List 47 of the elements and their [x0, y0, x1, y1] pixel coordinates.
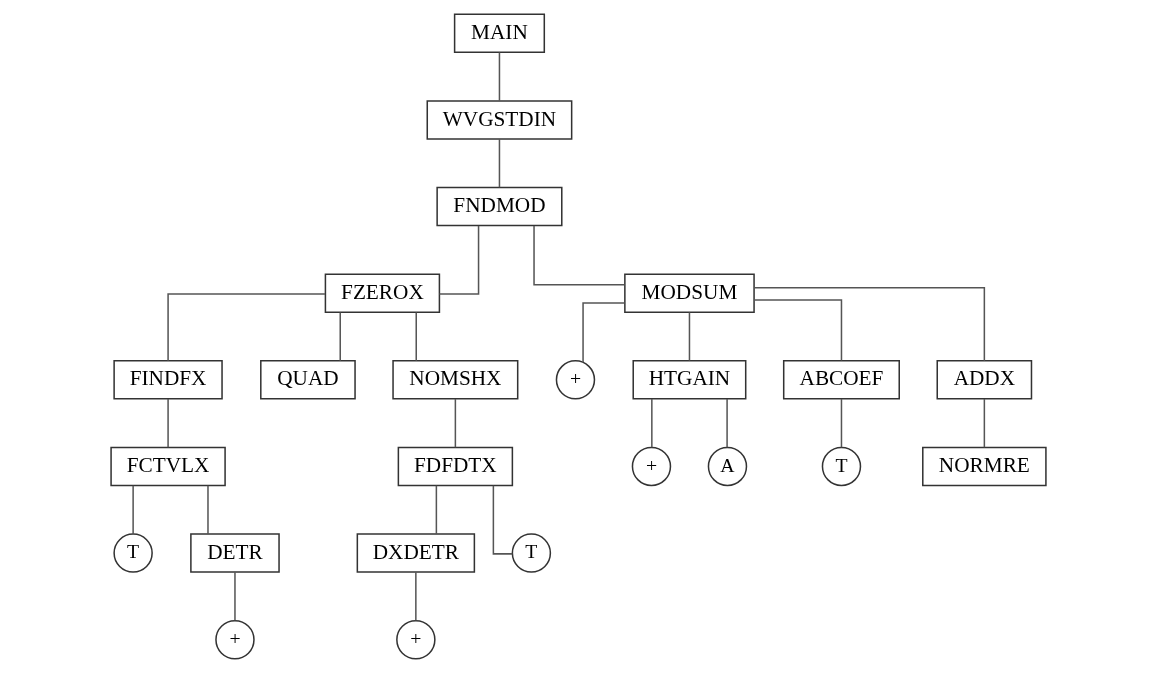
connector — [167, 398, 169, 449]
node-circle: + — [396, 620, 436, 660]
connector — [688, 311, 691, 362]
node-box: FNDMOD — [436, 186, 563, 227]
node-box: NOMSHX — [392, 360, 519, 400]
node-box: ABCOEF — [782, 360, 900, 400]
connector — [753, 287, 986, 362]
connector — [983, 398, 986, 449]
node-circle: T — [821, 446, 862, 487]
node-box: MAIN — [453, 13, 546, 53]
connector — [582, 302, 626, 363]
node-box: FZEROX — [324, 273, 441, 313]
node-circle: A — [707, 446, 748, 487]
connector — [454, 398, 457, 449]
node-box: DETR — [190, 533, 280, 573]
connector — [207, 484, 209, 535]
node-circle: + — [631, 446, 672, 487]
node-circle: T — [113, 533, 153, 573]
node-box: FCTVLX — [110, 446, 226, 487]
connector — [415, 571, 417, 622]
connector — [533, 225, 626, 286]
connector — [498, 51, 501, 102]
node-box: FDFDTX — [397, 446, 514, 487]
node-box: MODSUM — [624, 273, 755, 313]
connector — [339, 311, 341, 362]
node-circle: + — [555, 360, 596, 400]
connector — [651, 398, 653, 449]
connector — [435, 484, 438, 535]
connector — [498, 138, 501, 189]
node-box: NORMRE — [922, 446, 1047, 487]
connector — [234, 571, 236, 622]
node-box: HTGAIN — [632, 360, 747, 400]
connector — [726, 398, 728, 449]
node-box: FINDFX — [113, 360, 223, 400]
node-circle: T — [511, 533, 552, 573]
connector — [492, 485, 514, 555]
connector — [840, 398, 843, 449]
node-circle: + — [215, 620, 255, 660]
connector — [438, 225, 480, 295]
node-box: WVGSTDIN — [426, 100, 573, 140]
connector — [415, 311, 417, 362]
connector — [753, 299, 843, 362]
connector — [167, 293, 326, 362]
node-box: DXDETR — [356, 533, 476, 573]
connector — [132, 484, 134, 535]
node-box: QUAD — [260, 360, 356, 400]
node-box: ADDX — [936, 360, 1033, 400]
